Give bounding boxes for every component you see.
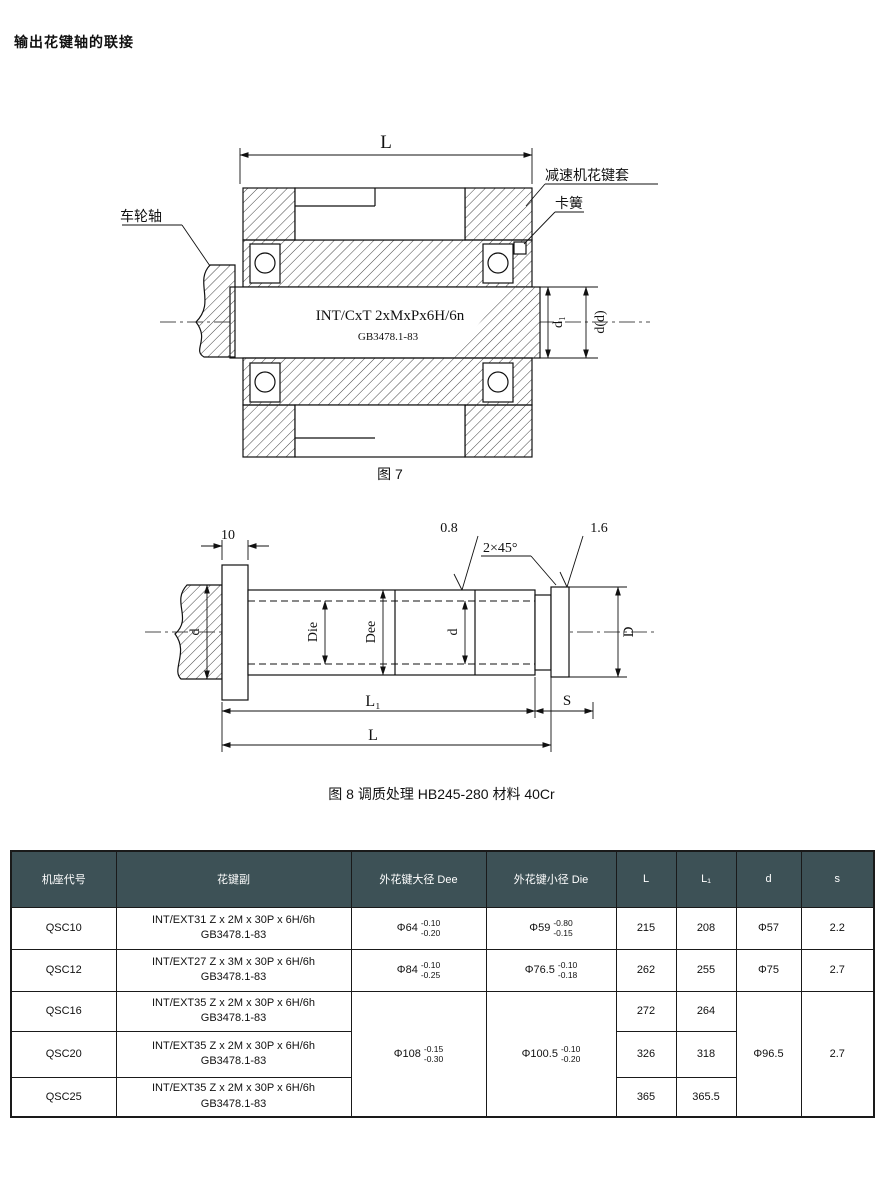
cell-spline: INT/EXT35 Z x 2M x 30P x 6H/6h GB3478.1-… xyxy=(115,990,352,1032)
cell-code: QSC16 xyxy=(10,990,117,1032)
spline-designation: INT/EXT31 Z x 2M x 30P x 6H/6h xyxy=(151,913,316,926)
cell-code: QSC25 xyxy=(10,1076,117,1118)
table-row-qsc20: QSC20 INT/EXT35 Z x 2M x 30P x 6H/6h GB3… xyxy=(10,1030,874,1078)
table-row-qsc10: QSC10 INT/EXT31 Z x 2M x 30P x 6H/6h GB3… xyxy=(10,906,875,950)
fig8-chamfer: 2×45° xyxy=(483,541,518,556)
cell-dee: Φ84-0.10-0.25 xyxy=(350,948,487,992)
header-L: L xyxy=(615,850,677,908)
cell-d-merged: Φ96.5 xyxy=(735,990,802,1118)
header-spline: 花键副 xyxy=(115,850,352,908)
fig8-dim-Dee: Dee xyxy=(364,621,379,644)
spline-standard: GB3478.1-83 xyxy=(200,1012,267,1024)
cell-spline: INT/EXT27 Z x 3M x 30P x 6H/6h GB3478.1-… xyxy=(115,948,352,992)
figure7-dimension-lines xyxy=(122,148,658,359)
cell-L1: 365.5 xyxy=(675,1076,737,1118)
figure7-drawing: L INT/CxT 2xMxPx6H/6n GB3478.1-83 d₁ d(d… xyxy=(120,132,658,458)
spline-designation: INT/EXT35 Z x 2M x 30P x 6H/6h xyxy=(151,1039,316,1052)
cell-s: 2.7 xyxy=(800,948,875,992)
figure8: 10 0.8 2×45° 1.6 d Die Dee d D L₁ S L xyxy=(115,512,685,764)
fig8-dim-S: S xyxy=(563,693,571,709)
fig7-dim-dd: d(d) xyxy=(593,310,608,334)
cell-spline: INT/EXT35 Z x 2M x 30P x 6H/6h GB3478.1-… xyxy=(115,1030,352,1078)
header-die: 外花键小径 Die xyxy=(485,850,617,908)
cell-L: 262 xyxy=(615,948,677,992)
figure8-drawing: 10 0.8 2×45° 1.6 d Die Dee d D L₁ S L xyxy=(145,521,655,752)
fig8-finish-16: 1.6 xyxy=(590,521,608,536)
header-L1: L₁ xyxy=(675,850,737,908)
header-dee: 外花键大径 Dee xyxy=(350,850,487,908)
cell-code: QSC10 xyxy=(10,906,117,950)
fig8-finish-08: 0.8 xyxy=(440,521,458,536)
cell-die: Φ76.5-0.10-0.18 xyxy=(485,948,617,992)
page-title: 输出花键轴的联接 xyxy=(14,34,134,50)
cell-s-merged: 2.7 xyxy=(800,990,875,1118)
cell-dee-merged: Φ108-0.15-0.30 xyxy=(350,990,487,1118)
table-row-qsc12: QSC12 INT/EXT27 Z x 3M x 30P x 6H/6h GB3… xyxy=(10,948,875,992)
figure8-part-outline xyxy=(145,564,655,701)
spline-designation: INT/EXT35 Z x 2M x 30P x 6H/6h xyxy=(151,996,316,1009)
cell-L1: 208 xyxy=(675,906,737,950)
figure7-part-outline xyxy=(160,187,650,458)
cell-L: 215 xyxy=(615,906,677,950)
fig7-label-circlip: 卡簧 xyxy=(555,195,583,211)
table-row-qsc16: QSC16 INT/EXT35 Z x 2M x 30P x 6H/6h GB3… xyxy=(10,990,875,1118)
spline-spec-table: 机座代号 花键副 外花键大径 Dee 外花键小径 Die L L₁ d s QS… xyxy=(10,850,875,1118)
cell-L1: 264 xyxy=(675,990,737,1032)
fig7-spline-standard: GB3478.1-83 xyxy=(358,331,419,343)
cell-dee: Φ64-0.10-0.20 xyxy=(350,906,487,950)
cell-d: Φ57 xyxy=(735,906,802,950)
fig7-spline-spec: INT/CxT 2xMxPx6H/6n xyxy=(316,308,465,324)
cell-L1: 318 xyxy=(675,1030,737,1078)
header-code: 机座代号 xyxy=(10,850,117,908)
cell-die-merged: Φ100.5-0.10-0.20 xyxy=(485,990,617,1118)
cell-spline: INT/EXT35 Z x 2M x 30P x 6H/6h GB3478.1-… xyxy=(115,1076,352,1118)
fig7-label-sleeve: 减速机花键套 xyxy=(545,167,629,183)
cell-code: QSC20 xyxy=(10,1030,117,1078)
figure7-caption: 图 7 xyxy=(377,466,403,482)
fig7-dim-d1: d₁ xyxy=(551,316,566,328)
table-row-qsc25: QSC25 INT/EXT35 Z x 2M x 30P x 6H/6h GB3… xyxy=(10,1076,874,1118)
cell-L1: 255 xyxy=(675,948,737,992)
header-d: d xyxy=(735,850,802,908)
spline-standard: GB3478.1-83 xyxy=(200,929,267,941)
cell-spline: INT/EXT31 Z x 2M x 30P x 6H/6h GB3478.1-… xyxy=(115,906,352,950)
spline-standard: GB3478.1-83 xyxy=(200,971,267,983)
header-s: s xyxy=(800,850,875,908)
spline-designation: INT/EXT35 Z x 2M x 30P x 6H/6h xyxy=(151,1082,316,1095)
spline-standard: GB3478.1-83 xyxy=(200,1055,267,1067)
fig8-dim-d-right: d xyxy=(446,629,461,636)
cell-d: Φ75 xyxy=(735,948,802,992)
fig7-dim-L: L xyxy=(380,132,392,153)
spline-standard: GB3478.1-83 xyxy=(200,1097,267,1110)
cell-s: 2.2 xyxy=(800,906,875,950)
fig8-dim-L: L xyxy=(368,727,378,744)
figure8-caption: 图 8 调质处理 HB245-280 材料 40Cr xyxy=(328,786,555,802)
figure8-dimension-lines xyxy=(201,535,627,752)
fig8-dim-d-left: d xyxy=(188,629,203,636)
fig7-label-axle: 车轮轴 xyxy=(120,208,162,224)
cell-code: QSC12 xyxy=(10,948,117,992)
figure7: L INT/CxT 2xMxPx6H/6n GB3478.1-83 d₁ d(d… xyxy=(90,118,690,484)
fig8-dim-L1: L₁ xyxy=(365,693,380,710)
fig8-dim-10: 10 xyxy=(221,528,235,543)
cell-die: Φ59-0.80-0.15 xyxy=(485,906,617,950)
cell-L: 365 xyxy=(615,1076,677,1118)
spline-designation: INT/EXT27 Z x 3M x 30P x 6H/6h xyxy=(151,955,316,968)
cell-L: 272 xyxy=(615,990,677,1032)
cell-L: 326 xyxy=(615,1030,677,1078)
table-header-row: 机座代号 花键副 外花键大径 Dee 外花键小径 Die L L₁ d s xyxy=(10,850,875,908)
fig8-dim-Die: Die xyxy=(306,622,321,642)
fig8-dim-D: D xyxy=(621,626,637,637)
